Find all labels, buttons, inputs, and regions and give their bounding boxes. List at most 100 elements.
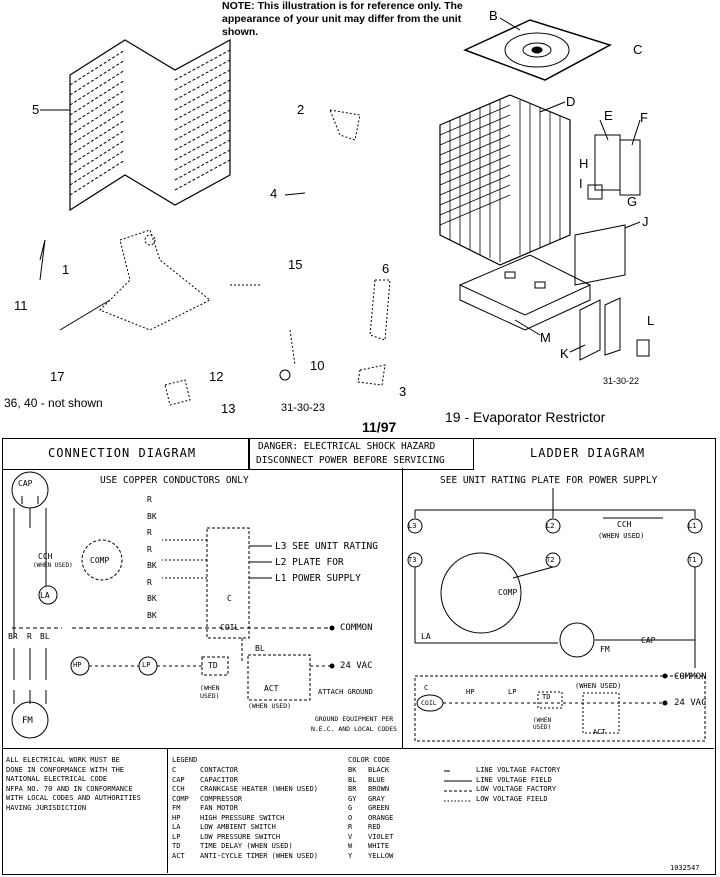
- label-4: 4: [270, 186, 278, 201]
- connection-diagram-title: CONNECTION DIAGRAM: [48, 446, 197, 460]
- ladder-term-t3: T3: [408, 556, 417, 564]
- label-m: M: [540, 330, 551, 345]
- legend-title: LEGEND: [172, 756, 198, 764]
- note-line: WITH LOCAL CODES AND AUTHORITIES: [6, 794, 141, 802]
- label-3: 3: [399, 384, 407, 399]
- td-label: TD: [208, 661, 218, 670]
- not-shown-note: 36, 40 - not shown: [4, 396, 103, 410]
- figure-code-right: 31-30-22: [603, 376, 640, 386]
- note-line: NFPA NO. 70 AND IN CONFORMANCE: [6, 784, 133, 793]
- figure-code-left: 31-30-23: [281, 402, 326, 414]
- line-type-item: LINE VOLTAGE FIELD: [476, 775, 552, 784]
- ground-equipment-note: GROUND EQUIPMENT PER N.E.C. AND LOCAL CO…: [310, 715, 398, 733]
- panel-j-drawing: [574, 221, 641, 286]
- bl-label: BL: [255, 644, 265, 653]
- lp-label: LP: [142, 661, 151, 669]
- label-e: E: [604, 108, 613, 123]
- cch-when-used-label: (WHEN USED): [33, 562, 73, 569]
- contactor-c-label: C: [227, 594, 232, 603]
- ladder-vac-label: 24 VAC: [674, 698, 707, 708]
- ladder-diagram-drawing: [407, 488, 706, 742]
- evaporator-restrictor-note: 19 - Evaporator Restrictor: [445, 409, 606, 425]
- control-box-drawing: [587, 119, 641, 200]
- ladder-fm-label: FM: [600, 645, 610, 654]
- wire-label-br: BR: [8, 632, 18, 641]
- label-c: C: [633, 42, 643, 57]
- line-type-item: LOW VOLTAGE FACTORY: [476, 785, 557, 793]
- diagram-divider: [402, 468, 403, 748]
- ladder-act-label: ACT: [593, 728, 606, 736]
- l1-label: L1 POWER SUPPLY: [275, 573, 361, 584]
- coil-label: COIL: [220, 623, 240, 632]
- wire-code: BK: [147, 561, 157, 570]
- line-type-legend: LINE VOLTAGE FACTORY LINE VOLTAGE FIELD …: [476, 766, 560, 804]
- wire-color-codes: R BK R R BK R BK BK: [147, 492, 161, 624]
- label-f: F: [640, 110, 648, 125]
- top-grille-c-drawing: [463, 17, 612, 81]
- act-when-used-label: (WHEN USED): [248, 702, 292, 710]
- wire-code: BK: [147, 594, 157, 603]
- ladder-coil-label: COIL: [421, 699, 437, 707]
- ladder-td-label: TD: [542, 693, 551, 701]
- compressor-assembly-drawing: [39, 109, 391, 406]
- note-line: ALL ELECTRICAL WORK MUST BE: [6, 756, 120, 764]
- label-1: 1: [62, 262, 70, 277]
- revision-date: 11/97: [362, 419, 397, 435]
- cch-label: CCH: [38, 552, 53, 561]
- connection-header: [2, 438, 250, 470]
- ladder-term-t1: T1: [688, 556, 697, 564]
- wire-code: R: [147, 528, 152, 537]
- copper-conductors-note: USE COPPER CONDUCTORS ONLY: [100, 475, 249, 486]
- exploded-view-illustration: [39, 17, 650, 406]
- label-b: B: [489, 8, 498, 23]
- ladder-lp-label: LP: [508, 688, 517, 696]
- ladder-term-t2: T2: [546, 556, 555, 564]
- coil-5-drawing: [40, 38, 231, 212]
- label-5: 5: [32, 102, 40, 117]
- la-label: LA: [40, 591, 50, 600]
- ladder-cch-label: CCH: [617, 520, 632, 529]
- ladder-c-label: C: [424, 684, 429, 692]
- label-11: 11: [14, 298, 28, 313]
- fm-label: FM: [22, 716, 33, 726]
- ladder-when-used-label: (WHEN USED): [575, 682, 622, 690]
- note-line: NATIONAL ELECTRICAL CODE: [6, 775, 108, 783]
- base-pan-m-drawing: [458, 254, 592, 336]
- wire-code: R: [147, 544, 152, 554]
- label-15: 15: [288, 257, 303, 272]
- hp-label: HP: [73, 661, 82, 669]
- l3-label: L3 SEE UNIT RATING: [275, 541, 378, 552]
- label-17: 17: [50, 369, 65, 384]
- label-j: J: [642, 214, 649, 229]
- connection-diagram-drawing: [11, 471, 335, 739]
- common-label: COMMON: [340, 623, 373, 633]
- ladder-td-when-used: (WHEN USED): [533, 717, 552, 731]
- label-k: K: [560, 346, 569, 361]
- note-line: DONE IN CONFORMANCE WITH THE: [6, 765, 125, 774]
- td-when-used-label: (WHEN USED): [200, 684, 220, 700]
- danger-header: [248, 438, 474, 470]
- label-12: 12: [209, 369, 224, 384]
- label-g: G: [627, 194, 638, 209]
- l2-label: L2 PLATE FOR: [275, 557, 344, 568]
- cap-label: CAP: [18, 479, 33, 488]
- comp-label: COMP: [90, 556, 110, 565]
- line-type-samples: [444, 770, 472, 802]
- ladder-term-l1: L1: [688, 522, 697, 530]
- electrical-work-note: ALL ELECTRICAL WORK MUST BE DONE IN CONF…: [6, 756, 166, 813]
